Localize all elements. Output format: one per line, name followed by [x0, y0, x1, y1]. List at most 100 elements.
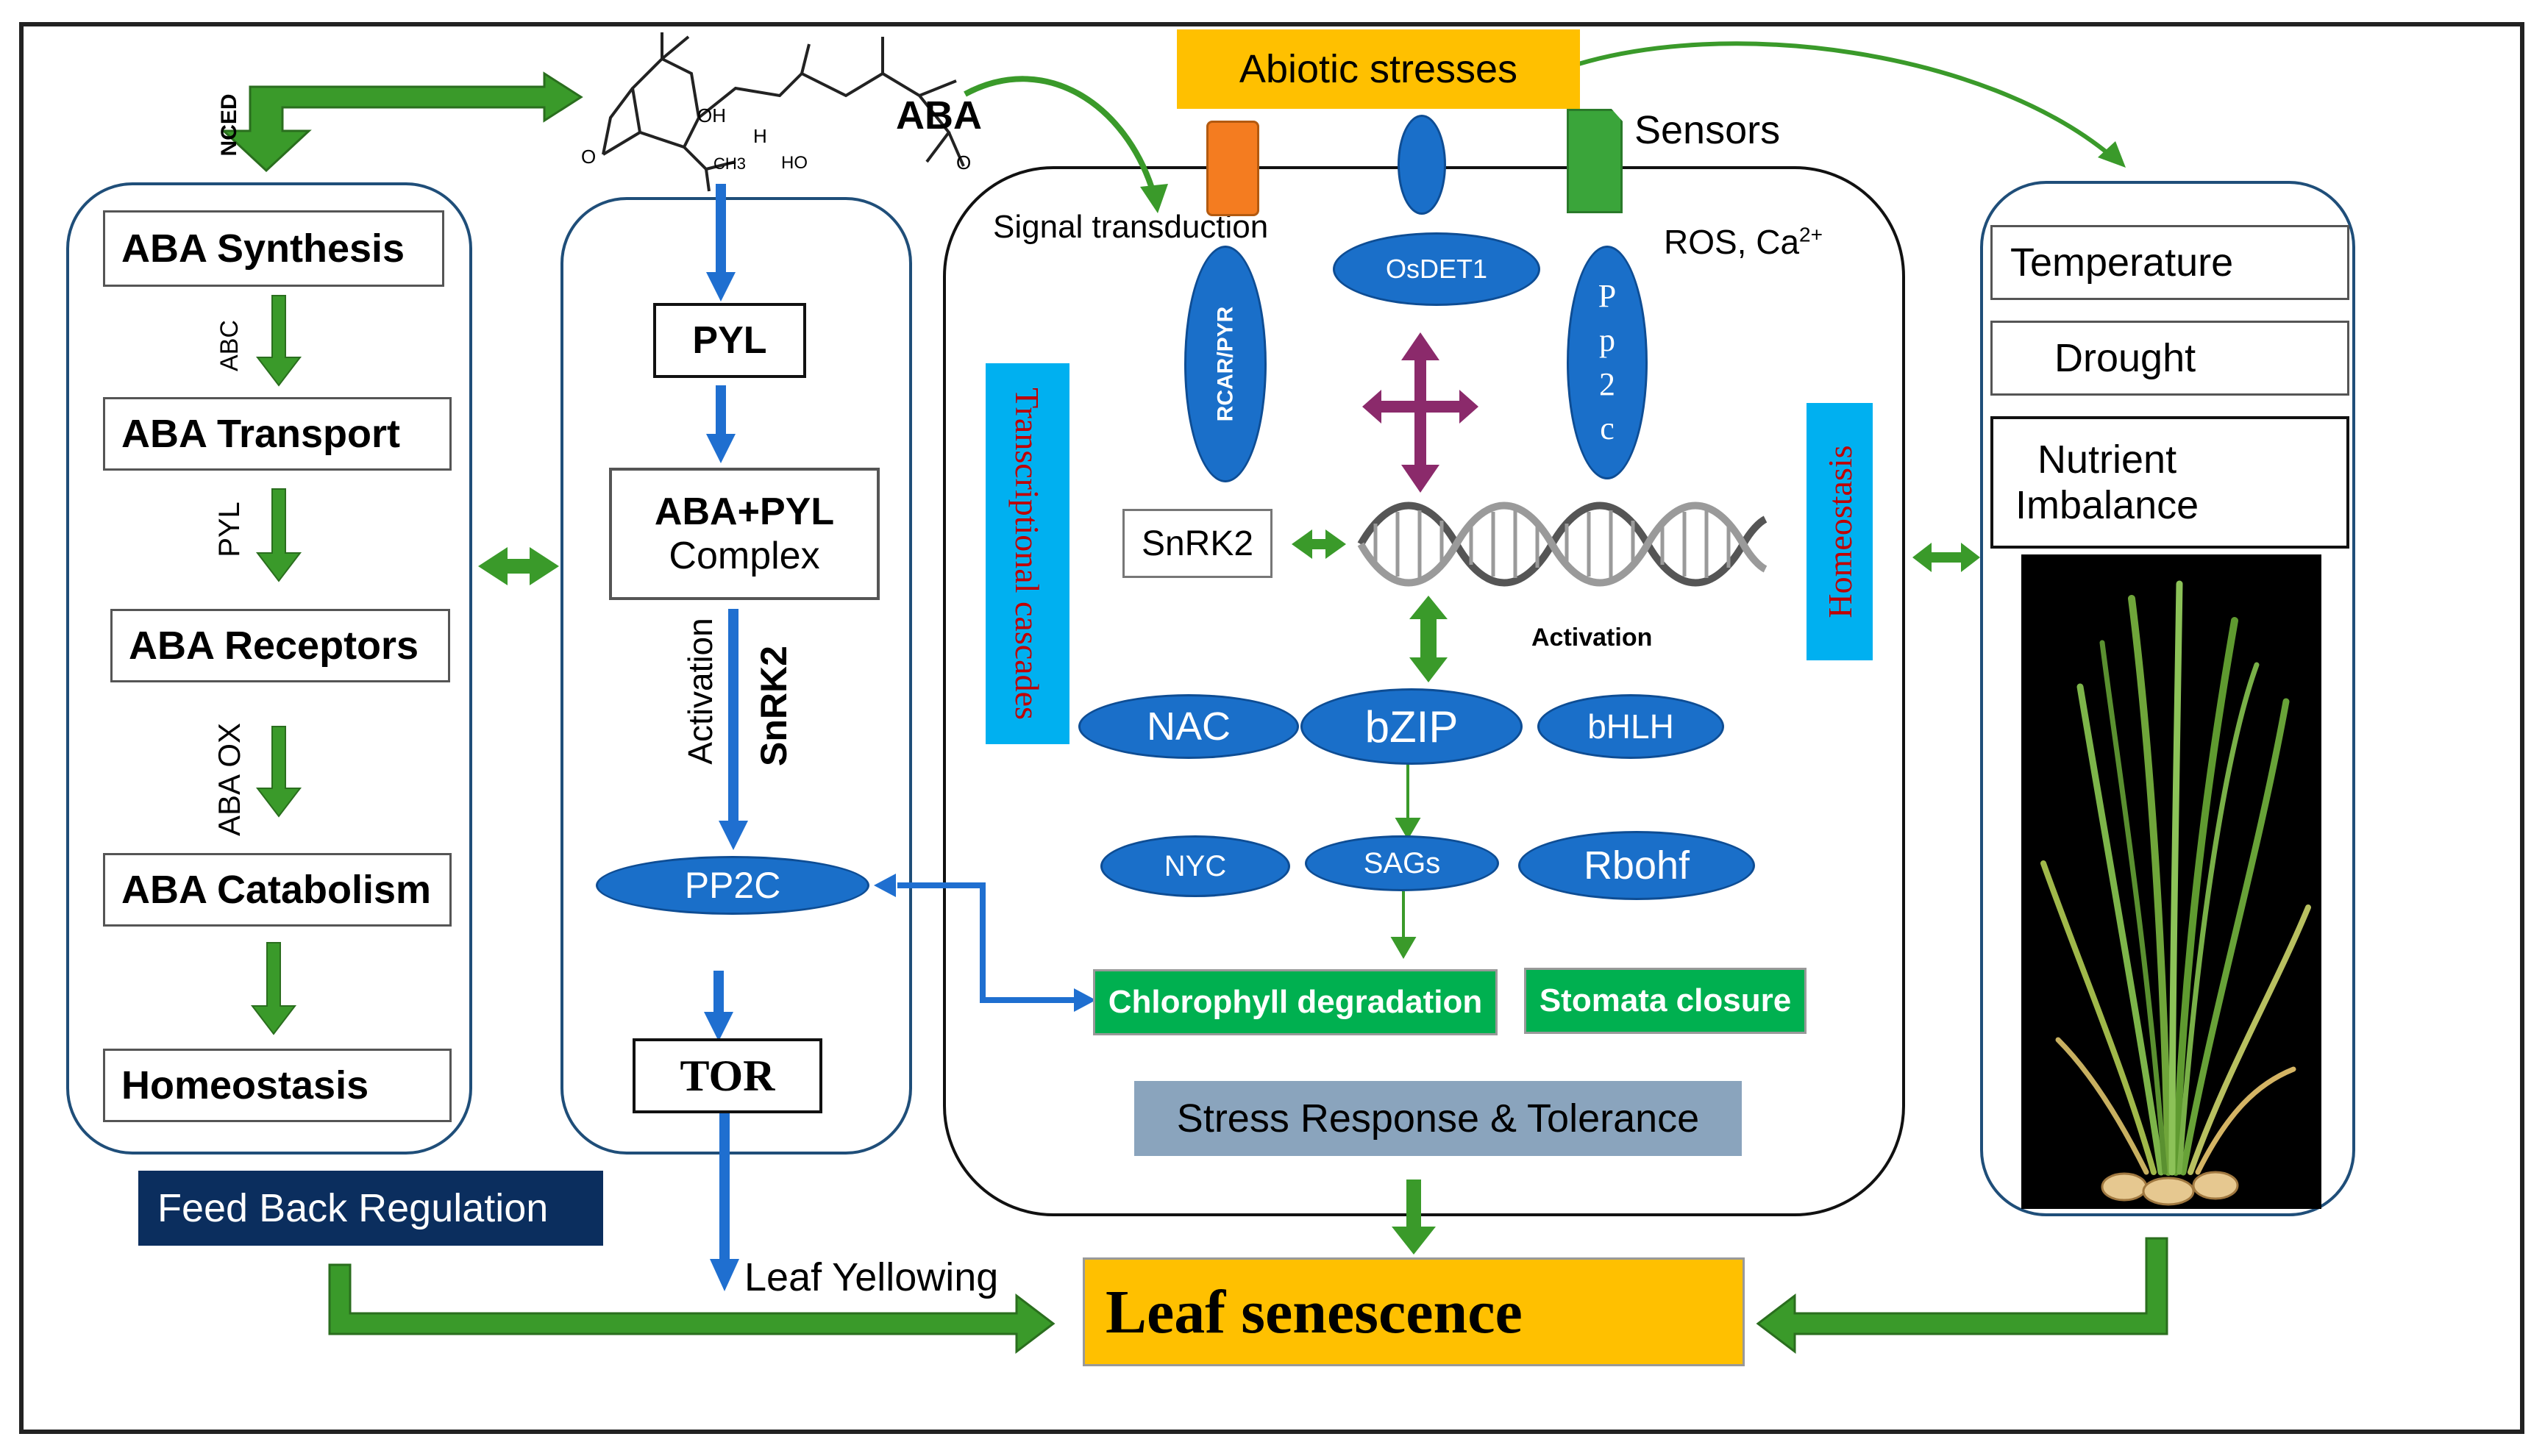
orange-sensor [1206, 121, 1259, 216]
aba-receptors-label: ABA Receptors [129, 624, 419, 668]
pyl-box: PYL [653, 303, 806, 378]
molecule-label-o2: O [956, 151, 972, 174]
pp2c-letter-4: c [1600, 410, 1615, 446]
rbohf-label: Rbohf [1583, 843, 1690, 888]
left-arrow-3 [255, 726, 302, 818]
arrow-label-abc: ABC [215, 320, 243, 371]
green-sensor [1567, 109, 1623, 213]
bzip-label: bZIP [1364, 702, 1459, 752]
stomata-closure-box: Stomata closure [1524, 968, 1807, 1034]
snrk2-box: SnRK2 [1122, 509, 1272, 578]
middle-panel [560, 197, 912, 1155]
bhlh-ellipse: bHLH [1537, 694, 1724, 759]
leaf-senescence-label: Leaf senescence [1106, 1277, 1523, 1346]
aba-synthesis-label: ABA Synthesis [121, 226, 405, 271]
homeostasis-vertical-label: Homeostasis [1820, 445, 1859, 618]
stress-response-label: Stress Response & Tolerance [1176, 1096, 1700, 1141]
leaf-yellowing-label: Leaf Yellowing [744, 1255, 999, 1299]
homeostasis-vertical-box: Homeostasis [1807, 403, 1873, 660]
bhlh-label: bHLH [1587, 707, 1674, 746]
pp2c-letter-2: p [1599, 322, 1615, 358]
molecule-label-oh: OH [697, 104, 726, 126]
stress-response-box: Stress Response & Tolerance [1134, 1081, 1742, 1156]
stress-down-arrow [1392, 1180, 1436, 1255]
abiotic-stresses-label: Abiotic stresses [1239, 47, 1518, 91]
snrk2-dna-double-arrow [1292, 529, 1346, 559]
nyc-label: NYC [1164, 849, 1227, 882]
ros-label: ROS, Ca2+ [1664, 222, 1823, 262]
homeostasis-label: Homeostasis [121, 1063, 369, 1107]
feedback-regulation-label: Feed Back Regulation [157, 1186, 549, 1230]
nutrient-line2: Imbalance [2015, 483, 2199, 527]
leaf-senescence-box: Leaf senescence [1083, 1257, 1745, 1366]
outer-frame [19, 22, 2524, 1434]
rcar-pyr-ellipse: RCAR/PYR [1184, 246, 1267, 482]
homeostasis-box: Homeostasis [103, 1049, 452, 1122]
activation-vertical-label: Activation [681, 618, 719, 765]
nyc-ellipse: NYC [1100, 835, 1290, 897]
molecule-label-ch3: CH3 [713, 154, 747, 173]
sags-label: SAGs [1363, 846, 1441, 879]
pp2c-letter-3: 2 [1599, 366, 1615, 402]
tor-box: TOR [633, 1038, 822, 1113]
molecule-label-ho: HO [781, 153, 808, 173]
nced-label: NCED [217, 93, 241, 157]
right-double-arrow [1912, 543, 1980, 572]
pp2c-vertical-ellipse: P p 2 c [1567, 246, 1648, 479]
left-arrow-1 [255, 295, 302, 387]
right-panel [1980, 181, 2355, 1216]
drought-box: Drought [1990, 321, 2349, 396]
pyl-label: PYL [692, 319, 767, 362]
temperature-label: Temperature [2010, 240, 2234, 285]
sags-ellipse: SAGs [1305, 835, 1499, 891]
complex-line2: Complex [669, 535, 820, 577]
ros-superscript: 2+ [1799, 223, 1823, 246]
molecule-label-h: H [753, 125, 767, 147]
left-arrow-2 [255, 488, 302, 582]
abiotic-stresses-box: Abiotic stresses [1177, 29, 1580, 109]
nutrient-imbalance-box: Nutrient Imbalance [1990, 416, 2349, 549]
dna-activation-double-arrow [1409, 596, 1448, 682]
transcriptional-cascades-label: Transcriptional cascades [1008, 388, 1047, 720]
feedback-regulation-box: Feed Back Regulation [138, 1171, 603, 1246]
nac-ellipse: NAC [1078, 694, 1299, 759]
snrk2-vertical-label: SnRK2 [753, 646, 794, 766]
aba-catabolism-box: ABA Catabolism [103, 853, 452, 927]
nutrient-line1: Nutrient [2037, 438, 2177, 482]
rice-plant-image [2021, 554, 2321, 1209]
feedback-arrow [328, 1263, 1056, 1355]
dna-helix [1357, 502, 1768, 587]
pp2c-ellipse: PP2C [596, 856, 869, 915]
aba-catabolism-label: ABA Catabolism [121, 868, 432, 912]
aba-molecule [602, 32, 965, 192]
aba-curve-arrow [964, 76, 1156, 194]
tor-label: TOR [680, 1051, 775, 1100]
arrow-label-aba-ox: ABA OX [212, 722, 246, 837]
abiotic-curve-arrow [1566, 41, 2112, 158]
complex-line1: ABA+PYL [654, 490, 835, 533]
left-arrow-4 [250, 942, 297, 1035]
osdet1-label: OsDET1 [1385, 254, 1488, 284]
pp2c-letter-1: P [1598, 278, 1617, 314]
activation-label: Activation [1531, 624, 1653, 652]
transcriptional-cascades-box: Transcriptional cascades [986, 363, 1069, 744]
aba-receptors-box: ABA Receptors [110, 609, 450, 682]
molecule-label-o: O [581, 146, 597, 168]
pp2c-label: PP2C [684, 865, 781, 906]
ros-text: ROS, Ca [1664, 223, 1800, 261]
rbohf-ellipse: Rbohf [1518, 831, 1755, 900]
bzip-ellipse: bZIP [1300, 688, 1523, 765]
nac-label: NAC [1146, 704, 1231, 749]
chlorophyll-degradation-label: Chlorophyll degradation [1108, 984, 1483, 1020]
right-feedback-arrow [1756, 1237, 2168, 1355]
stomata-closure-label: Stomata closure [1539, 982, 1792, 1018]
aba-label: ABA [896, 93, 982, 138]
rcar-pyr-label: RCAR/PYR [1213, 306, 1237, 422]
aba-transport-label: ABA Transport [121, 412, 401, 456]
left-panel [66, 182, 472, 1155]
blue-sensor [1398, 115, 1446, 215]
aba-synthesis-box: ABA Synthesis [103, 210, 444, 287]
temperature-box: Temperature [1990, 225, 2349, 300]
snrk2-label: SnRK2 [1141, 524, 1254, 563]
